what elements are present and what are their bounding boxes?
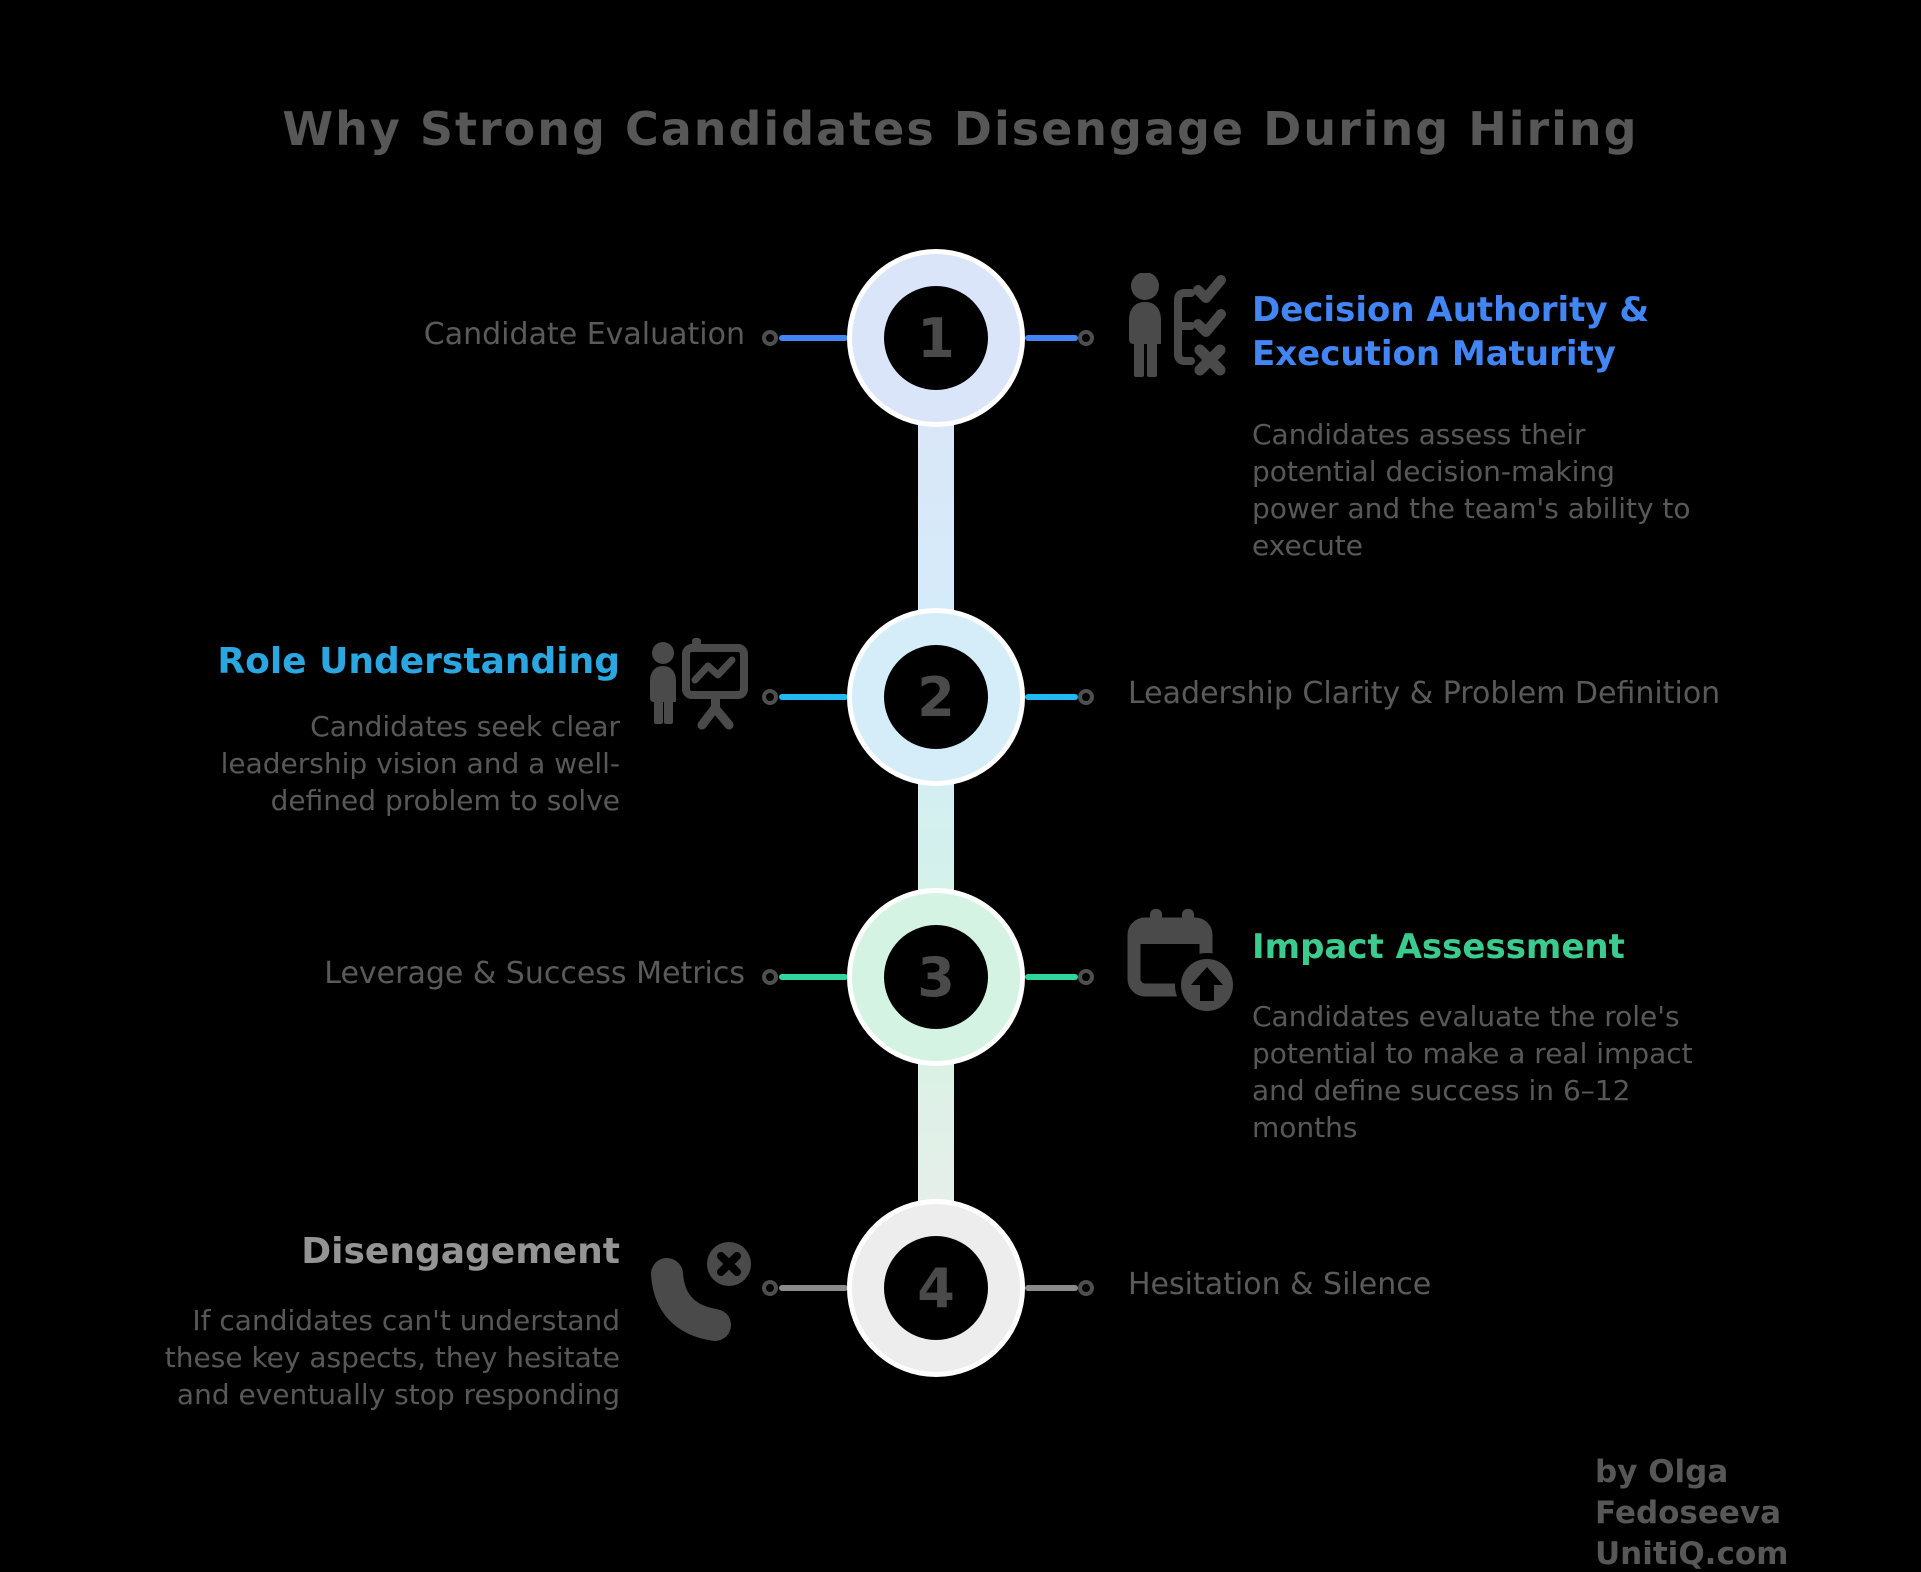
step3-left-label: Leverage & Success Metrics (324, 956, 745, 991)
step4-heading: Disengagement (301, 1231, 620, 1272)
step3-node-inner: 3 (884, 925, 988, 1029)
step3-right-line (1025, 974, 1078, 980)
step3-description: Candidates evaluate the role's potential… (1252, 1000, 1693, 1144)
step4-right-label: Hesitation & Silence (1128, 1267, 1432, 1302)
step4-right-line (1025, 1285, 1078, 1291)
calendar-upload-icon (1124, 908, 1239, 1018)
step3-left-dot (762, 969, 778, 985)
step1-left-label: Candidate Evaluation (423, 317, 745, 352)
step3-right-dot (1078, 969, 1094, 985)
step4-number: 4 (917, 1256, 955, 1320)
step2-heading: Role Understanding (217, 641, 620, 682)
step2-right-label: Leadership Clarity & Problem Definition (1128, 676, 1721, 711)
step1-right-line (1025, 335, 1078, 341)
presentation-icon (650, 636, 750, 731)
footer-site: UnitiQ.com (1595, 1536, 1789, 1572)
step1-left-dot (762, 330, 778, 346)
step4-node-circle: 4 (847, 1199, 1025, 1377)
step3-left-line (779, 974, 848, 980)
step4-left-line (779, 1285, 848, 1291)
step2-number: 2 (917, 665, 955, 729)
step4-description: If candidates can't understand these key… (164, 1304, 620, 1411)
step4-node-inner: 4 (884, 1236, 988, 1340)
footer-credit: by Olga Fedoseeva UnitiQ.com (1595, 1452, 1921, 1572)
step2-description: Candidates seek clear leadership vision … (220, 710, 620, 817)
step2-node-inner: 2 (884, 645, 988, 749)
page-title: Why Strong Candidates Disengage During H… (282, 102, 1639, 156)
step1-heading: Decision Authority & Execution Maturity (1252, 290, 1650, 374)
person-checklist-icon (1128, 272, 1228, 380)
step1-number: 1 (917, 306, 955, 370)
step4-left-dot (762, 1280, 778, 1296)
step3-heading: Impact Assessment (1252, 927, 1625, 967)
step1-left-line (779, 335, 848, 341)
step2-right-line (1025, 694, 1078, 700)
step3-node-circle: 3 (847, 888, 1025, 1066)
timeline-connector-bar (918, 338, 954, 1288)
step2-left-line (779, 694, 848, 700)
step1-description: Candidates assess their potential decisi… (1252, 418, 1691, 562)
step2-node-circle: 2 (847, 608, 1025, 786)
step1-node-circle: 1 (847, 249, 1025, 427)
step1-node-inner: 1 (884, 286, 988, 390)
footer-byline: by Olga Fedoseeva (1595, 1454, 1782, 1531)
step4-right-dot (1078, 1280, 1094, 1296)
phone-missed-icon (646, 1238, 756, 1348)
step3-number: 3 (917, 945, 955, 1009)
step2-left-dot (762, 689, 778, 705)
step2-right-dot (1078, 689, 1094, 705)
step1-right-dot (1078, 330, 1094, 346)
